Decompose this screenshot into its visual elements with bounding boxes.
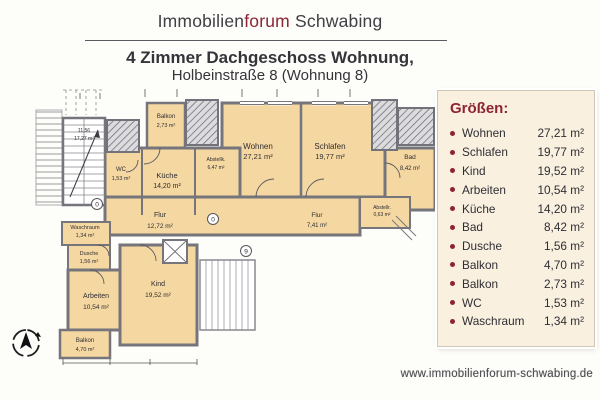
room-area-balkon-top: 2,73 m² [157, 123, 176, 129]
room-area-schlafen: 19,77 m² [315, 152, 345, 161]
brand-accent: forum [244, 11, 290, 31]
page-title-line1: 4 Zimmer Dachgeschoss Wohnung, [126, 48, 414, 67]
room-label-dusche: Dusche [80, 251, 99, 257]
slope-marks [391, 215, 417, 241]
room-area-wohnen: 27,21 m² [243, 152, 273, 161]
bullet-icon [450, 168, 455, 174]
room-label-flur-main: Flur [154, 212, 167, 219]
room-area-flur-main: 12,72 m² [147, 223, 173, 230]
room-arbeiten [66, 268, 122, 332]
brand-suffix: Schwabing [289, 11, 383, 31]
room-balkon-top [145, 101, 187, 150]
bullet-icon [450, 224, 455, 230]
room-area-wc: 1,53 m² [112, 176, 131, 182]
windows [240, 100, 368, 106]
room-label-abstellr: Abstellr. [373, 205, 391, 211]
room-area-kueche: 14,20 m² [153, 183, 181, 190]
room-label-balkon-bottom: Balkon [76, 338, 94, 344]
room-area-arbeiten: 10,54 m² [83, 304, 109, 311]
room-area-abstellk: 6,47 m² [208, 165, 225, 171]
marker-nine: 9 [244, 249, 248, 256]
bullet-icon [450, 318, 455, 324]
stairwell-area: 17,27 m² [74, 136, 94, 142]
bullet-icon [450, 149, 455, 155]
brand-logo: Immobilienforum Schwabing [0, 11, 540, 32]
room-area-bad: 8,42 m² [400, 166, 420, 172]
room-label-wc: WC [116, 167, 127, 173]
room-label-wohnen: Wohnen [243, 142, 273, 151]
roof-dashed-lines [63, 89, 105, 115]
room-label-bad: Bad [404, 154, 416, 161]
room-label-kueche: Küche [156, 171, 177, 180]
room-label-kind: Kind [151, 281, 165, 288]
bullet-icon [450, 281, 455, 287]
room-label-balkon-top: Balkon [157, 114, 175, 120]
bullet-icon [450, 243, 455, 249]
room-label-arbeiten: Arbeiten [83, 293, 109, 300]
room-balkon-bottom [58, 328, 112, 360]
bullet-icon [450, 300, 455, 306]
stairwell [61, 116, 107, 207]
interior-walls [141, 103, 303, 215]
room-abstellraum [359, 196, 411, 229]
dimension-ticks [62, 89, 351, 365]
page-title-line2: Holbeinstraße 8 (Wohnung 8) [171, 67, 369, 84]
door-arcs [89, 147, 401, 285]
room-label-waschraum: Waschraum [70, 225, 100, 231]
plan-markers: 0 0 9 [91, 198, 252, 257]
room-area-abstellr: 0,63 m² [374, 212, 391, 218]
room-label-abstellk: Abstellk. [207, 157, 226, 163]
floor-plan: 0 0 9 Wohnen 27,21 m² Schlafen 19,77 m² … [12, 89, 437, 365]
brand-prefix: Immobilien [157, 11, 245, 31]
elevator [162, 239, 188, 264]
room-area-dusche: 1,56 m² [80, 259, 99, 265]
website-url: www.immobilienforum-schwabing.de [400, 368, 593, 380]
room-labels: Wohnen 27,21 m² Schlafen 19,77 m² Küche … [70, 114, 420, 353]
room-area-kind: 19,52 m² [145, 292, 171, 299]
sizes-panel-title: Größen: [450, 100, 509, 117]
room-dusche [67, 244, 111, 271]
room-label-schlafen: Schlafen [314, 142, 345, 151]
hatched-balconies [106, 99, 435, 153]
marker-zero-2: 0 [211, 217, 215, 224]
communal-stairs [199, 259, 256, 331]
room-label-flur-small: Flur [311, 212, 323, 219]
stairwell-label: 11,56 [78, 128, 90, 134]
marker-zero-1: 0 [95, 202, 99, 209]
bullet-icon [450, 130, 455, 136]
bullet-icon [450, 262, 455, 268]
roof-strip-left [35, 109, 63, 206]
compass-icon [12, 329, 41, 357]
bullet-icon [450, 206, 455, 212]
bullet-icon [450, 187, 455, 193]
room-area-balkon-bottom: 4,70 m² [76, 347, 95, 353]
room-area-flur-small: 7,41 m² [307, 223, 327, 229]
header-divider [85, 40, 447, 41]
room-area-waschraum: 1,34 m² [76, 233, 95, 239]
